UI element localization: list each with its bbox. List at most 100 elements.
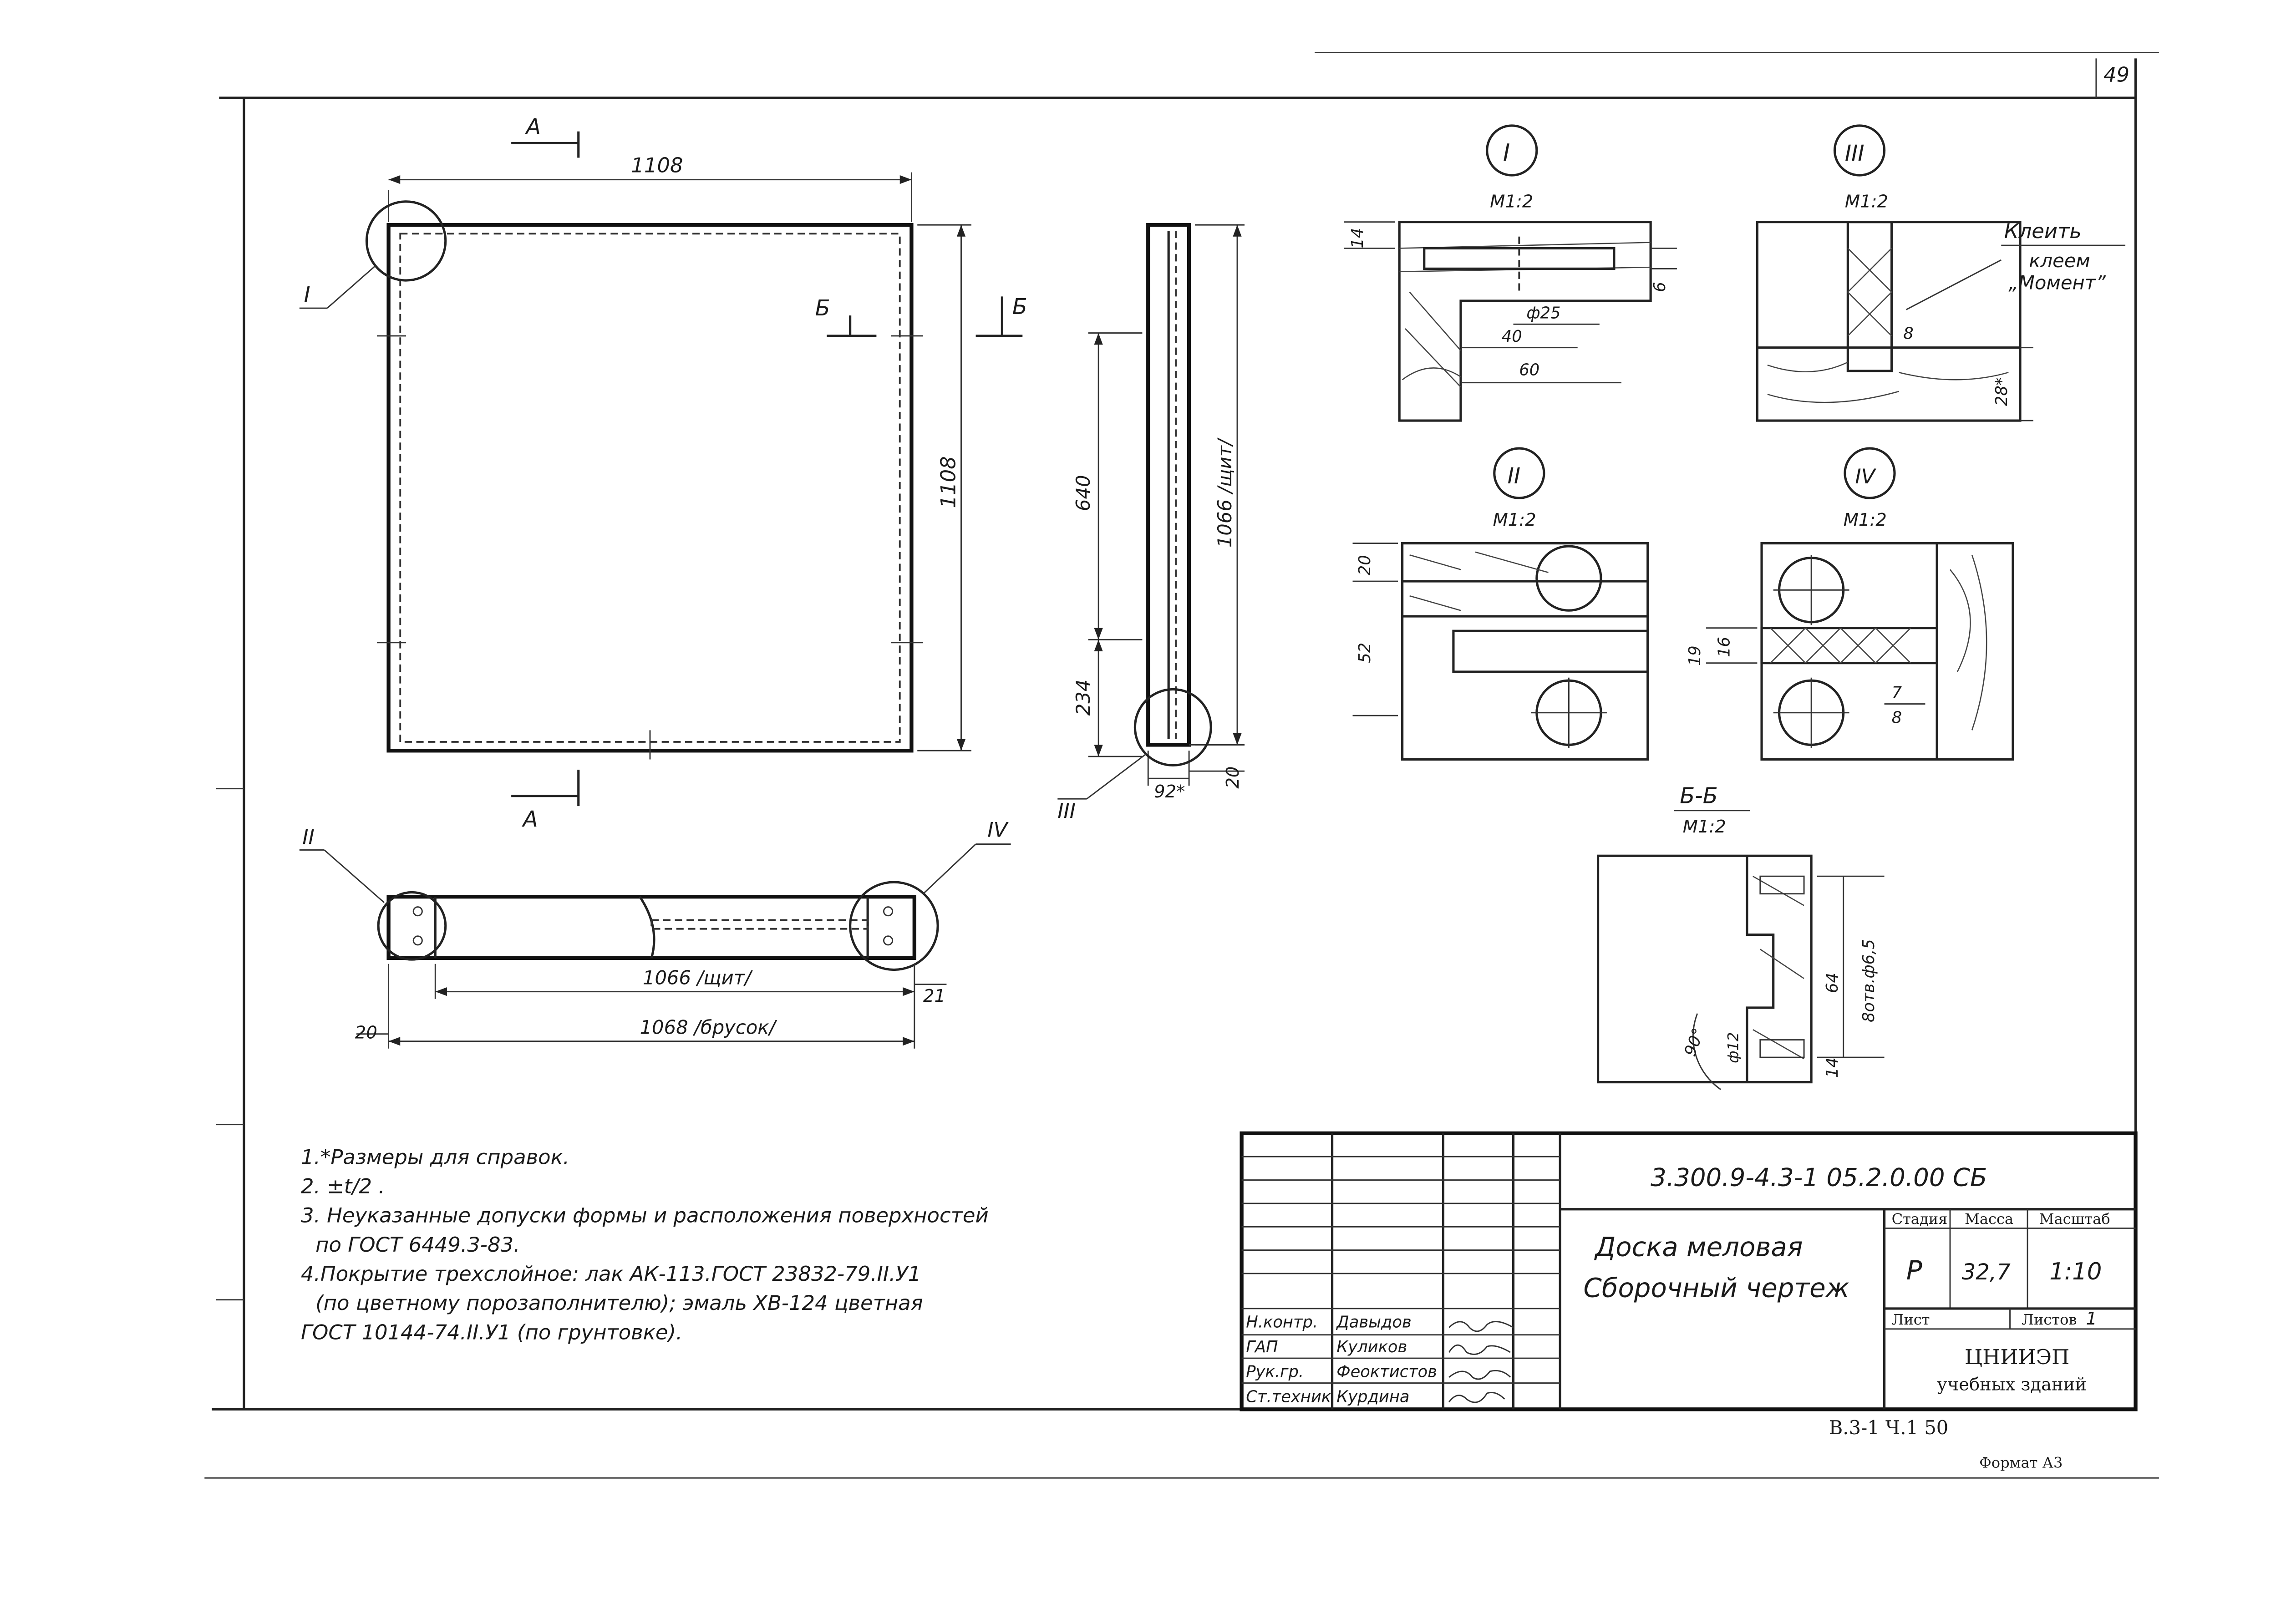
detail-IV-title-circle (1844, 447, 1896, 499)
note-line-2: 2. ±t/2 . (301, 1174, 385, 1198)
sheet-label: Лист (1892, 1311, 1930, 1328)
section-a-top-label: А (524, 114, 541, 140)
detail-I-dim-14: 14 (1348, 228, 1367, 249)
section-a-bottom-label: А (522, 807, 538, 832)
signer-role-1: Н.контр. (1246, 1313, 1318, 1332)
detail-III-label-3: „Момент” (2008, 271, 2106, 294)
detail-I-dim-60: 60 (1519, 361, 1539, 380)
detail-I-title-circle (1486, 124, 1538, 177)
detail-I-dim-f25: ф25 (1526, 304, 1560, 322)
detail-III-scale: М1:2 (1845, 192, 1888, 212)
detail-II-scale: М1:2 (1493, 510, 1536, 530)
signature-4 (1448, 1391, 1505, 1403)
section-b-left-label: Б (815, 295, 830, 321)
dim-1066-panel-side: 1066 /щит/ (1214, 437, 1236, 548)
detail-IV-dim-16: 16 (1715, 637, 1733, 657)
callout-III-label: III (1057, 799, 1076, 823)
callout-I-label: I (304, 282, 310, 308)
title-line-2: Сборочный чертеж (1584, 1272, 1849, 1303)
callout-II-label: II (302, 825, 315, 849)
detail-IV-title: IV (1855, 464, 1876, 488)
dim-234: 234 (1072, 680, 1094, 716)
signer-role-3: Рук.гр. (1246, 1363, 1304, 1381)
sheet-frame: 49 (204, 52, 2159, 1479)
signer-name-4: Курдина (1336, 1387, 1409, 1406)
detail-III: III М1:2 Клеить клеем „Момент” 8 28* (1756, 124, 2126, 422)
section-BB: Б-Б М1:2 64 8отв.ф6,5 90° ф12 14 (1597, 783, 1885, 1090)
sheets-value: 1 (2086, 1309, 2097, 1329)
signer-role-2: ГАП (1246, 1338, 1278, 1356)
callout-I-circle (365, 200, 447, 282)
dim-20-side: 20 (1223, 766, 1243, 789)
callout-II-circle (377, 891, 447, 961)
section-BB-scale: М1:2 (1683, 817, 1726, 837)
title-block: 3.300.9-4.3-1 05.2.0.00 СБ Доска меловая… (1240, 1131, 2138, 1411)
format-label: Формат А3 (1979, 1454, 2063, 1472)
front-view: 1108 1108 А А Б Б I (299, 114, 1027, 832)
signature-1 (1448, 1321, 1514, 1332)
detail-II-dim-20: 20 (1356, 555, 1374, 575)
dim-width: 1108 (631, 153, 683, 178)
detail-III-title-circle (1833, 124, 1886, 177)
signature-3 (1448, 1370, 1511, 1380)
dim-21: 21 (923, 986, 945, 1006)
scale-header: Масштаб (2039, 1210, 2110, 1228)
mass-value: 32,7 (1962, 1259, 2011, 1285)
detail-I-dim-6: 6 (1651, 282, 1669, 292)
detail-IV-dim-8: 8 (1892, 708, 1902, 727)
detail-III-label-2: клеем (2029, 249, 2090, 272)
sheets-label: Листов (2022, 1311, 2077, 1328)
section-BB-dim-f12: ф12 (1725, 1032, 1742, 1063)
callout-III-circle (1133, 688, 1212, 766)
detail-II-title-circle (1493, 447, 1545, 499)
detail-III-label-1: Клеить (2004, 219, 2082, 243)
note-line-4: по ГОСТ 6449.3-83. (315, 1233, 520, 1257)
bottom-code: В.3-1 Ч.1 50 (1829, 1416, 1949, 1439)
callout-IV-circle (849, 881, 939, 971)
detail-IV-scale: М1:2 (1844, 510, 1887, 530)
detail-I: I М1:2 14 6 ф25 40 60 (1344, 124, 1677, 422)
page-number: 49 (2103, 63, 2129, 87)
scale-value: 1:10 (2049, 1258, 2102, 1285)
signer-name-2: Куликов (1336, 1338, 1407, 1356)
signature-2 (1448, 1344, 1511, 1355)
note-line-5: 4.Покрытие трехслойное: лак АК-113.ГОСТ … (301, 1262, 921, 1286)
section-BB-dim-14: 14 (1823, 1057, 1842, 1078)
signer-name-1: Давыдов (1336, 1313, 1412, 1332)
note-line-1: 1.*Размеры для справок. (301, 1145, 569, 1169)
section-BB-dim-holes: 8отв.ф6,5 (1859, 939, 1878, 1022)
org-line-2: учебных зданий (1937, 1375, 2087, 1395)
detail-I-scale: М1:2 (1490, 192, 1533, 212)
dim-640: 640 (1072, 475, 1094, 511)
note-line-3: 3. Неуказанные допуски формы и расположе… (301, 1203, 989, 1228)
side-view: 640 234 1066 /щит/ 92* 20 III (1057, 223, 1245, 823)
org-line-1: ЦНИИЭП (1965, 1345, 2069, 1369)
detail-IV: IV М1:2 19 16 7 8 (1686, 447, 2014, 761)
detail-IV-dim-7: 7 (1892, 684, 1902, 702)
dim-20-bottom: 20 (355, 1022, 377, 1043)
stage-header: Стадия (1892, 1210, 1948, 1228)
detail-III-title: III (1845, 141, 1864, 166)
detail-III-dim-28: 28* (1992, 377, 2011, 406)
dim-1068-bar: 1068 /брусок/ (640, 1016, 777, 1039)
signer-name-3: Феоктистов (1336, 1363, 1437, 1381)
section-BB-dim-64: 64 (1823, 973, 1842, 993)
dim-1066-panel-bottom: 1066 /щит/ (643, 967, 753, 989)
note-line-6: (по цветному порозаполнителю); эмаль ХВ-… (315, 1291, 923, 1315)
doc-code: 3.300.9-4.3-1 05.2.0.00 СБ (1651, 1162, 1987, 1192)
stage-value: Р (1906, 1255, 1922, 1286)
detail-II: II М1:2 20 52 (1352, 447, 1649, 761)
mass-header: Масса (1965, 1210, 2013, 1228)
detail-III-dim-8: 8 (1903, 324, 1913, 343)
section-b-right-label: Б (1012, 294, 1027, 320)
title-line-1: Доска меловая (1594, 1231, 1803, 1262)
notes: 1.*Размеры для справок. 2. ±t/2 . 3. Неу… (301, 1145, 989, 1344)
bottom-view: II IV 1066 /щит/ 21 1068 /брусок/ 20 (299, 818, 1011, 1049)
dim-height: 1108 (936, 456, 960, 508)
detail-I-title: I (1503, 139, 1510, 167)
note-line-7: ГОСТ 10144-74.II.У1 (по грунтовке). (301, 1320, 682, 1344)
callout-IV-label: IV (987, 818, 1009, 842)
signer-role-4: Ст.техник (1246, 1387, 1331, 1406)
section-BB-title: Б-Б (1680, 783, 1717, 809)
